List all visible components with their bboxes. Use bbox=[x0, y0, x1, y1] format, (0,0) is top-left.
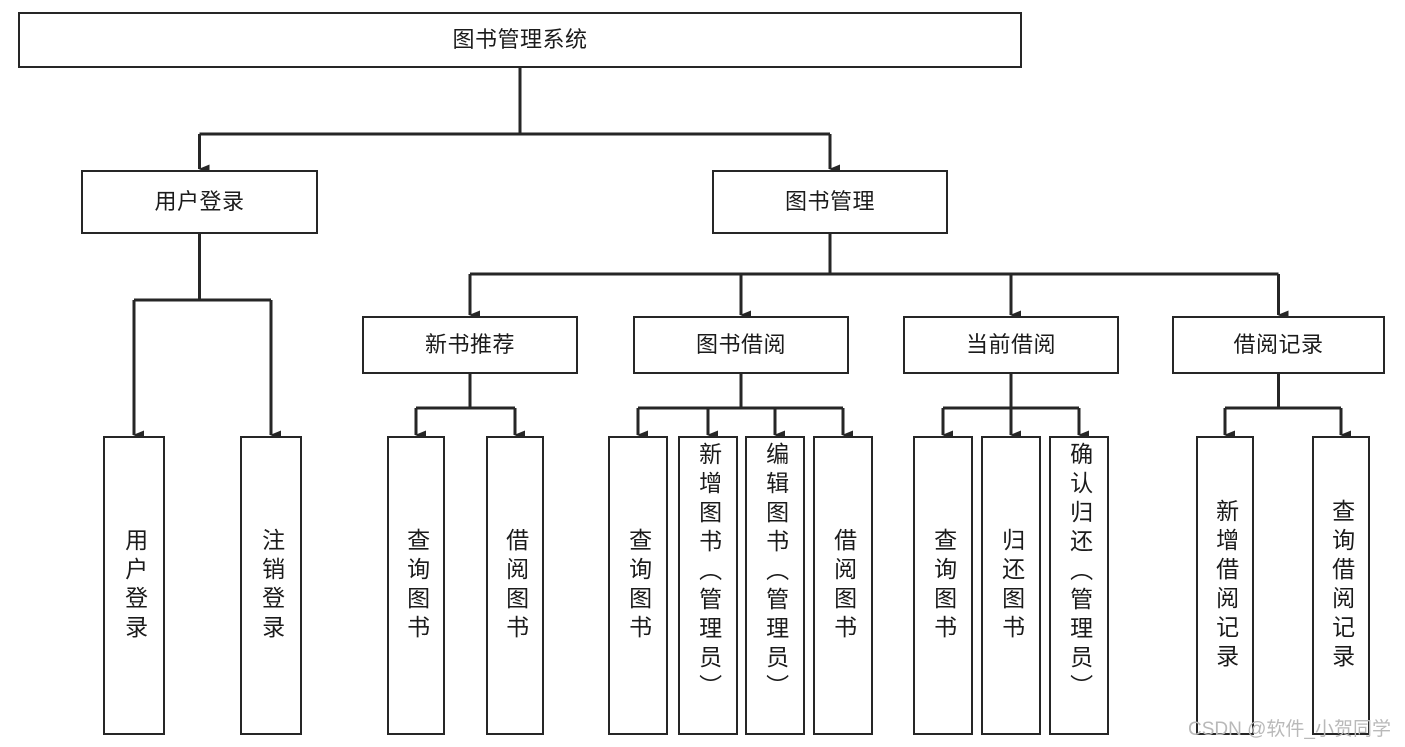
node-book-borrow[interactable]: 图书借阅 bbox=[633, 316, 849, 374]
edge-group bbox=[132, 68, 1351, 440]
node-book-manage[interactable]: 图书管理 bbox=[712, 170, 948, 234]
node-label-leaf-confirm-return: 确认归还（管理员） bbox=[1066, 442, 1093, 703]
node-leaf-user-login[interactable]: 用户登录 bbox=[103, 436, 165, 735]
node-leaf-query-book-2[interactable]: 查询图书 bbox=[608, 436, 668, 735]
node-label-new-book-rec: 新书推荐 bbox=[424, 332, 515, 358]
node-leaf-query-record[interactable]: 查询借阅记录 bbox=[1312, 436, 1370, 735]
node-label-leaf-query-book-2: 查询图书 bbox=[625, 527, 652, 644]
node-label-leaf-user-login: 用户登录 bbox=[121, 527, 148, 644]
node-label-leaf-logout: 注销登录 bbox=[258, 527, 285, 644]
node-label-leaf-add-record: 新增借阅记录 bbox=[1212, 498, 1239, 673]
node-leaf-add-book[interactable]: 新增图书（管理员） bbox=[678, 436, 738, 735]
node-label-leaf-return-book: 归还图书 bbox=[998, 527, 1025, 644]
node-leaf-add-record[interactable]: 新增借阅记录 bbox=[1196, 436, 1254, 735]
node-leaf-borrow-book-2[interactable]: 借阅图书 bbox=[813, 436, 873, 735]
node-label-root: 图书管理系统 bbox=[452, 27, 588, 53]
node-label-book-borrow: 图书借阅 bbox=[695, 332, 786, 358]
node-current-borrow[interactable]: 当前借阅 bbox=[903, 316, 1119, 374]
node-leaf-edit-book[interactable]: 编辑图书（管理员） bbox=[745, 436, 805, 735]
node-label-user-login: 用户登录 bbox=[154, 189, 245, 215]
node-label-leaf-query-book-1: 查询图书 bbox=[403, 527, 430, 644]
node-leaf-query-book-1[interactable]: 查询图书 bbox=[387, 436, 445, 735]
node-label-leaf-add-book: 新增图书（管理员） bbox=[695, 442, 722, 703]
node-leaf-query-book-3[interactable]: 查询图书 bbox=[913, 436, 973, 735]
node-leaf-confirm-return[interactable]: 确认归还（管理员） bbox=[1049, 436, 1109, 735]
node-leaf-logout[interactable]: 注销登录 bbox=[240, 436, 302, 735]
node-label-leaf-edit-book: 编辑图书（管理员） bbox=[762, 442, 789, 703]
watermark-label: CSDN @软件_小贺同学 bbox=[1188, 719, 1391, 740]
node-label-leaf-query-book-3: 查询图书 bbox=[930, 527, 957, 644]
node-label-leaf-borrow-book-1: 借阅图书 bbox=[502, 527, 529, 644]
node-label-leaf-query-record: 查询借阅记录 bbox=[1328, 498, 1355, 673]
node-label-book-manage: 图书管理 bbox=[784, 189, 875, 215]
node-leaf-return-book[interactable]: 归还图书 bbox=[981, 436, 1041, 735]
node-leaf-borrow-book-1[interactable]: 借阅图书 bbox=[486, 436, 544, 735]
node-label-borrow-record: 借阅记录 bbox=[1233, 332, 1324, 358]
node-borrow-record[interactable]: 借阅记录 bbox=[1172, 316, 1385, 374]
node-new-book-rec[interactable]: 新书推荐 bbox=[362, 316, 578, 374]
node-user-login[interactable]: 用户登录 bbox=[81, 170, 318, 234]
node-label-current-borrow: 当前借阅 bbox=[965, 332, 1056, 358]
node-label-leaf-borrow-book-2: 借阅图书 bbox=[830, 527, 857, 644]
node-root[interactable]: 图书管理系统 bbox=[18, 12, 1022, 68]
